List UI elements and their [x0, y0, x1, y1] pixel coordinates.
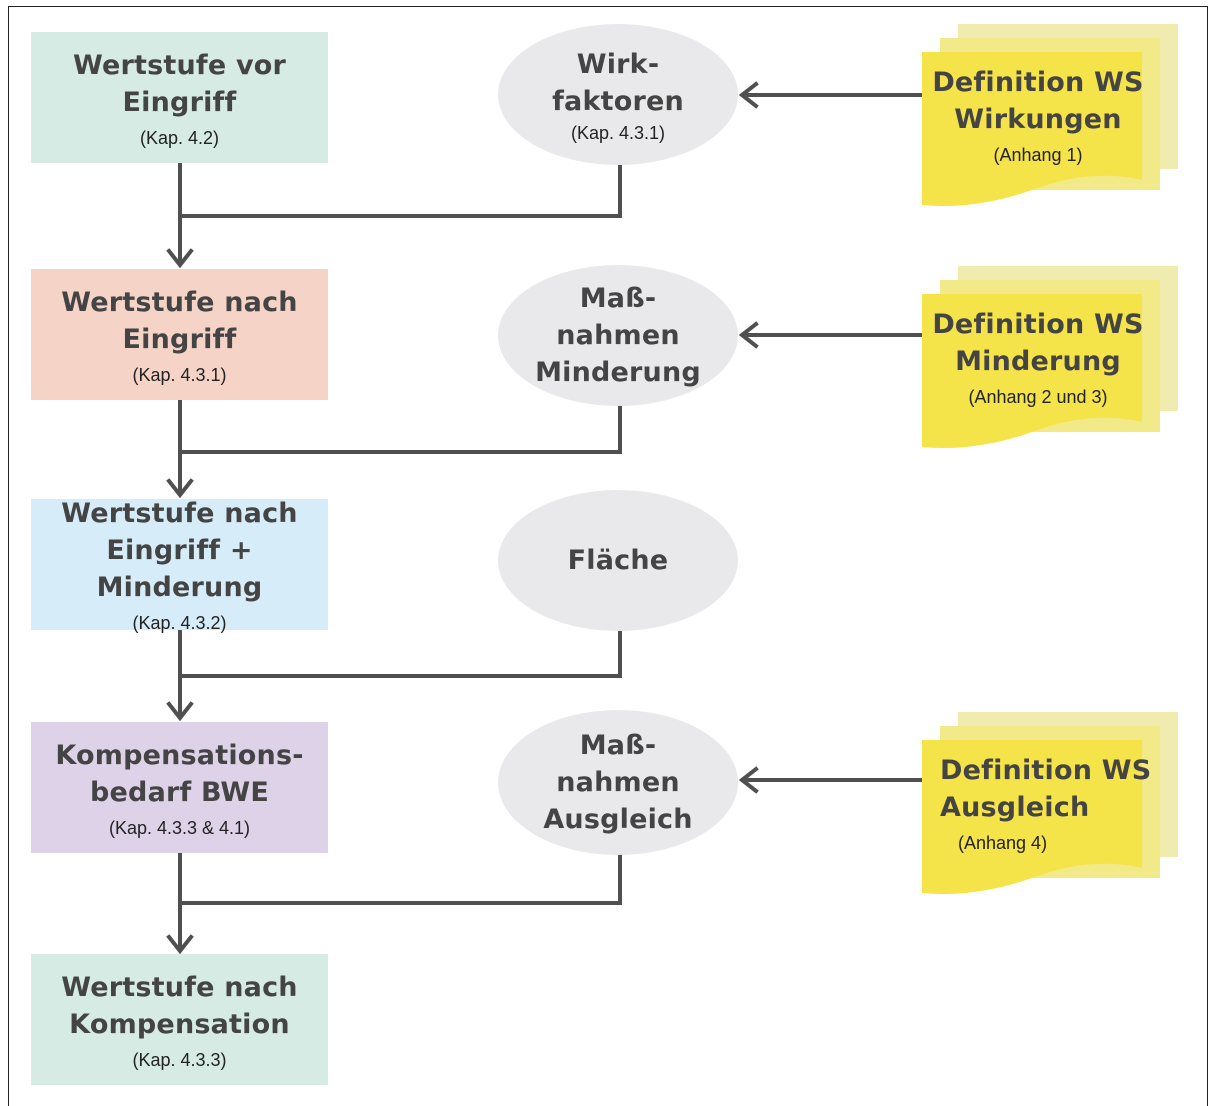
step-title: Wertstufe vor Eingriff: [72, 49, 287, 118]
flow-arrow-head-1: [166, 248, 194, 269]
definition-reference: (Anhang 2 und 3): [968, 387, 1108, 407]
step-title: Kompensations- bedarf BWE: [55, 739, 304, 808]
step-box-4: Kompensations- bedarf BWE (Kap. 4.3.3 & …: [31, 722, 328, 853]
step-title: Wertstufe nach Kompensation: [61, 971, 298, 1040]
definition-arrow-head-3: [738, 766, 759, 794]
step-box-1: Wertstufe vor Eingriff (Kap. 4.2): [31, 32, 328, 163]
step-reference: (Kap. 4.3.1): [132, 364, 227, 385]
step-reference: (Kap. 4.2): [139, 127, 220, 148]
definition-note-2: [922, 266, 1178, 448]
flow-arrow-head-4: [166, 934, 194, 955]
factor-title: Wirk- faktoren: [552, 48, 684, 117]
feed-line-3: [178, 628, 622, 678]
feed-line-4: [178, 851, 622, 905]
definition-title: Definition WS Minderung: [932, 309, 1144, 377]
definition-note-3: [922, 712, 1178, 894]
factor-ellipse-4: Maß- nahmen Ausgleich: [498, 710, 738, 855]
flow-arrow-head-2: [166, 478, 194, 499]
factor-title: Maß- nahmen Ausgleich: [543, 730, 693, 835]
definition-title: Definition WS Wirkungen: [932, 67, 1144, 135]
definition-text-2: Definition WS Minderung (Anhang 2 und 3): [922, 306, 1154, 408]
definition-arrow-head-2: [738, 321, 759, 349]
factor-reference: (Kap. 4.3.1): [570, 122, 666, 143]
feed-line-2: [178, 403, 622, 454]
factor-title: Maß- nahmen Minderung: [535, 283, 701, 388]
step-box-3: Wertstufe nach Eingriff + Minderung (Kap…: [31, 498, 328, 633]
step-box-2: Wertstufe nach Eingriff (Kap. 4.3.1): [31, 269, 328, 400]
step-reference: (Kap. 4.3.2): [132, 613, 227, 633]
step-title: Wertstufe nach Eingriff: [61, 286, 298, 355]
definition-reference: (Anhang 1): [993, 145, 1083, 165]
definition-text-3: Definition WS Ausgleich (Anhang 4): [922, 752, 1154, 854]
flow-arrow-head-3: [166, 701, 194, 722]
definition-title: Definition WS Ausgleich: [940, 755, 1152, 823]
factor-ellipse-3: Fläche: [498, 490, 738, 631]
definition-note-1: [922, 24, 1178, 206]
feed-line-1: [178, 161, 622, 218]
diagram-frame: [8, 6, 1208, 1106]
step-reference: (Kap. 4.3.3 & 4.1): [108, 817, 251, 838]
definition-reference: (Anhang 4): [958, 833, 1048, 853]
factor-ellipse-2: Maß- nahmen Minderung: [498, 265, 738, 406]
step-title: Wertstufe nach Eingriff + Minderung: [61, 498, 298, 603]
step-box-5: Wertstufe nach Kompensation (Kap. 4.3.3): [31, 954, 328, 1085]
factor-title: Fläche: [567, 545, 669, 576]
step-reference: (Kap. 4.3.3): [132, 1049, 227, 1070]
definition-arrow-head-1: [738, 81, 759, 109]
definition-text-1: Definition WS Wirkungen (Anhang 1): [922, 64, 1154, 166]
factor-ellipse-1: Wirk- faktoren (Kap. 4.3.1): [498, 24, 738, 165]
